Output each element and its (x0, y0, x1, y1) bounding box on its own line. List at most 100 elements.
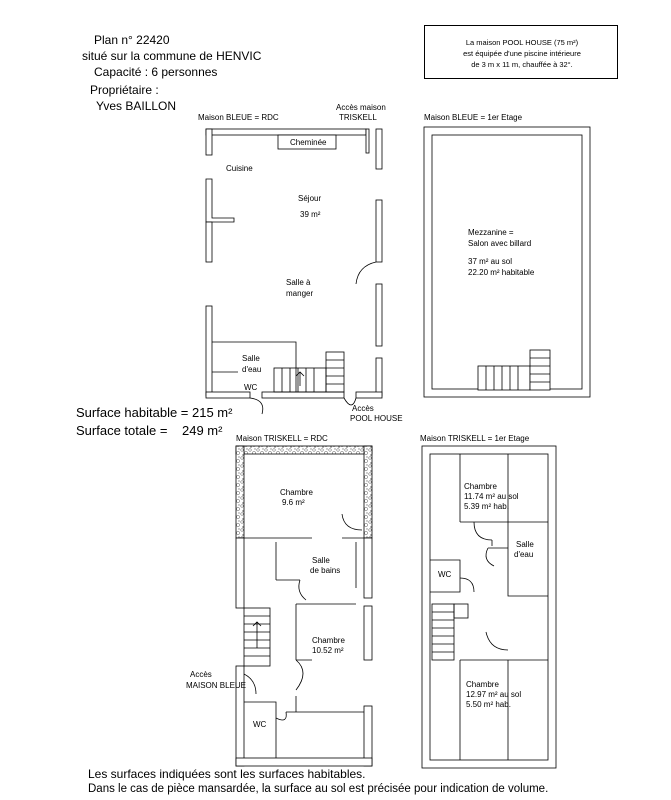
kitchen-counter (205, 178, 235, 223)
stair-arrow-triskell (252, 621, 262, 648)
door-frame-triskell (365, 128, 370, 154)
label-salle-bains-1: Salle (312, 556, 330, 565)
wall-left-lower-tr (235, 537, 245, 609)
partition-chambre2-etage (459, 659, 548, 760)
plan-triskell-rdc (235, 445, 373, 767)
door-swing-access (243, 673, 257, 695)
partition-salle-eau-etage (488, 522, 548, 597)
wall-right-4 (375, 357, 383, 397)
label-wc-bleue: WC (244, 383, 258, 392)
label-sejour: Séjour (298, 194, 322, 203)
door-swing-salle-eau-etage (485, 547, 495, 567)
wall-bottom-tr (235, 757, 373, 767)
wall-left-upper (205, 128, 213, 156)
outer-wall-tr-etage (421, 445, 557, 769)
label-chambre2-etage: Chambre (466, 680, 499, 689)
label-salle-eau-etage-2: d'eau (514, 550, 534, 559)
footer-line-1: Les surfaces indiquées sont les surfaces… (88, 767, 366, 781)
outer-wall-etage (423, 126, 591, 398)
label-chambre1-tr: Chambre (280, 488, 313, 497)
label-chambre2-etage-hab: 5.50 m² hab. (466, 700, 511, 709)
stone-wall-right (363, 445, 373, 539)
plan-number: Plan n° 22420 (94, 33, 170, 47)
pool-note-line-2: est équipée d'une piscine intérieure (463, 49, 581, 58)
door-swing-chambre1 (341, 513, 363, 531)
door-swing-right (355, 261, 377, 285)
stone-wall-top (235, 445, 373, 455)
wall-bottom-mid (261, 391, 345, 399)
label-access-pool-1: Accès (352, 404, 374, 413)
stair-landing (325, 351, 345, 393)
label-chambre2-tr: Chambre (312, 636, 345, 645)
pool-note-line-1: La maison POOL HOUSE (75 m²) (465, 38, 579, 47)
wall-left-mid (205, 221, 213, 263)
stair-steps-2 (326, 359, 344, 385)
label-access-triskell-1: Accès maison (336, 103, 386, 112)
pool-house-note: La maison POOL HOUSE (75 m²) est équipée… (424, 25, 618, 79)
stair-steps-etage (485, 366, 519, 390)
inner-wall-tr-etage (429, 453, 549, 761)
label-chambre2-etage-sol: 12.97 m² au sol (466, 690, 522, 699)
title-triskell-etage: Maison TRISKELL = 1er Etage (420, 434, 530, 443)
title-bleue-rdc: Maison BLEUE = RDC (198, 113, 279, 122)
label-mezzanine-2: Salon avec billard (468, 239, 532, 248)
staircase-etage (477, 365, 531, 391)
label-chambre2-tr-area: 10.52 m² (312, 646, 344, 655)
stair-steps-tr-etage (432, 611, 454, 653)
wall-right-2 (375, 199, 383, 263)
wall-right-3 (375, 283, 383, 347)
title-triskell-rdc: Maison TRISKELL = RDC (236, 434, 328, 443)
owner-label: Propriétaire : (90, 83, 159, 97)
plan-triskell-etage (421, 445, 557, 769)
surface-totale-value: 249 m² (182, 423, 223, 438)
door-swing-chambre1-etage (473, 521, 493, 541)
partition-salle-bains (275, 542, 357, 605)
label-sejour-area: 39 m² (300, 210, 321, 219)
label-mezzanine-1: Mezzanine = (468, 228, 514, 237)
wall-right-1 (375, 128, 383, 170)
cheminee-block (277, 134, 337, 150)
stair-steps (281, 368, 315, 392)
label-wc-tr: WC (253, 720, 267, 729)
plan-bleue-etage (423, 126, 591, 398)
stair-landing-tr-etage (453, 603, 469, 619)
plan-bleue-rdc (205, 128, 383, 415)
plan-capacity: Capacité : 6 personnes (94, 65, 218, 79)
partition-wc-tr (244, 701, 277, 758)
label-wc-etage: WC (438, 570, 452, 579)
label-salle-bains-2: de bains (310, 566, 341, 575)
door-swing-wc-tr (275, 711, 287, 721)
wall-top-bleue (205, 128, 367, 136)
label-salle-eau-1: Salle (242, 354, 260, 363)
wall-right-mid-tr (363, 537, 373, 599)
label-chambre1-etage-hab: 5.39 m² hab. (464, 502, 509, 511)
label-mezzanine-4: 22.20 m² habitable (468, 268, 535, 277)
title-bleue-etage: Maison BLEUE = 1er Etage (424, 113, 523, 122)
surface-habitable: Surface habitable = 215 m² (76, 405, 233, 420)
label-chambre1-etage-sol: 11.74 m² au sol (464, 492, 519, 501)
label-access-bleue-1: Accès (190, 670, 212, 679)
door-swing-wc-etage (459, 577, 475, 593)
stair-landing-etage (529, 349, 551, 391)
label-access-bleue-2: MAISON BLEUE (186, 681, 247, 690)
plan-location: situé sur la commune de HENVIC (82, 49, 262, 63)
wall-right-bottom-tr (363, 705, 373, 767)
wall-right-low-tr (363, 605, 373, 661)
partition-chambre1-etage (459, 454, 548, 523)
label-salle-manger-2: manger (286, 289, 314, 298)
owner-name: Yves BAILLON (96, 99, 177, 113)
label-access-pool-2: POOL HOUSE (350, 414, 403, 423)
stone-wall-left (235, 445, 245, 539)
surface-totale-label: Surface totale = (76, 423, 168, 438)
stair-steps-etage-2 (530, 357, 550, 383)
door-swing-chambre2 (295, 659, 304, 691)
label-salle-eau-etage-1: Salle (516, 540, 534, 549)
pool-note-line-3: de 3 m x 11 m, chauffée à 32°. (471, 60, 573, 69)
door-swing-wc (249, 397, 264, 415)
wall-bottom-left (205, 391, 251, 399)
label-salle-manger-1: Salle à (286, 278, 311, 287)
door-swing-chambre2-etage (485, 631, 509, 651)
label-chambre1-tr-area: 9.6 m² (282, 498, 305, 507)
door-swing-pool (343, 397, 357, 406)
